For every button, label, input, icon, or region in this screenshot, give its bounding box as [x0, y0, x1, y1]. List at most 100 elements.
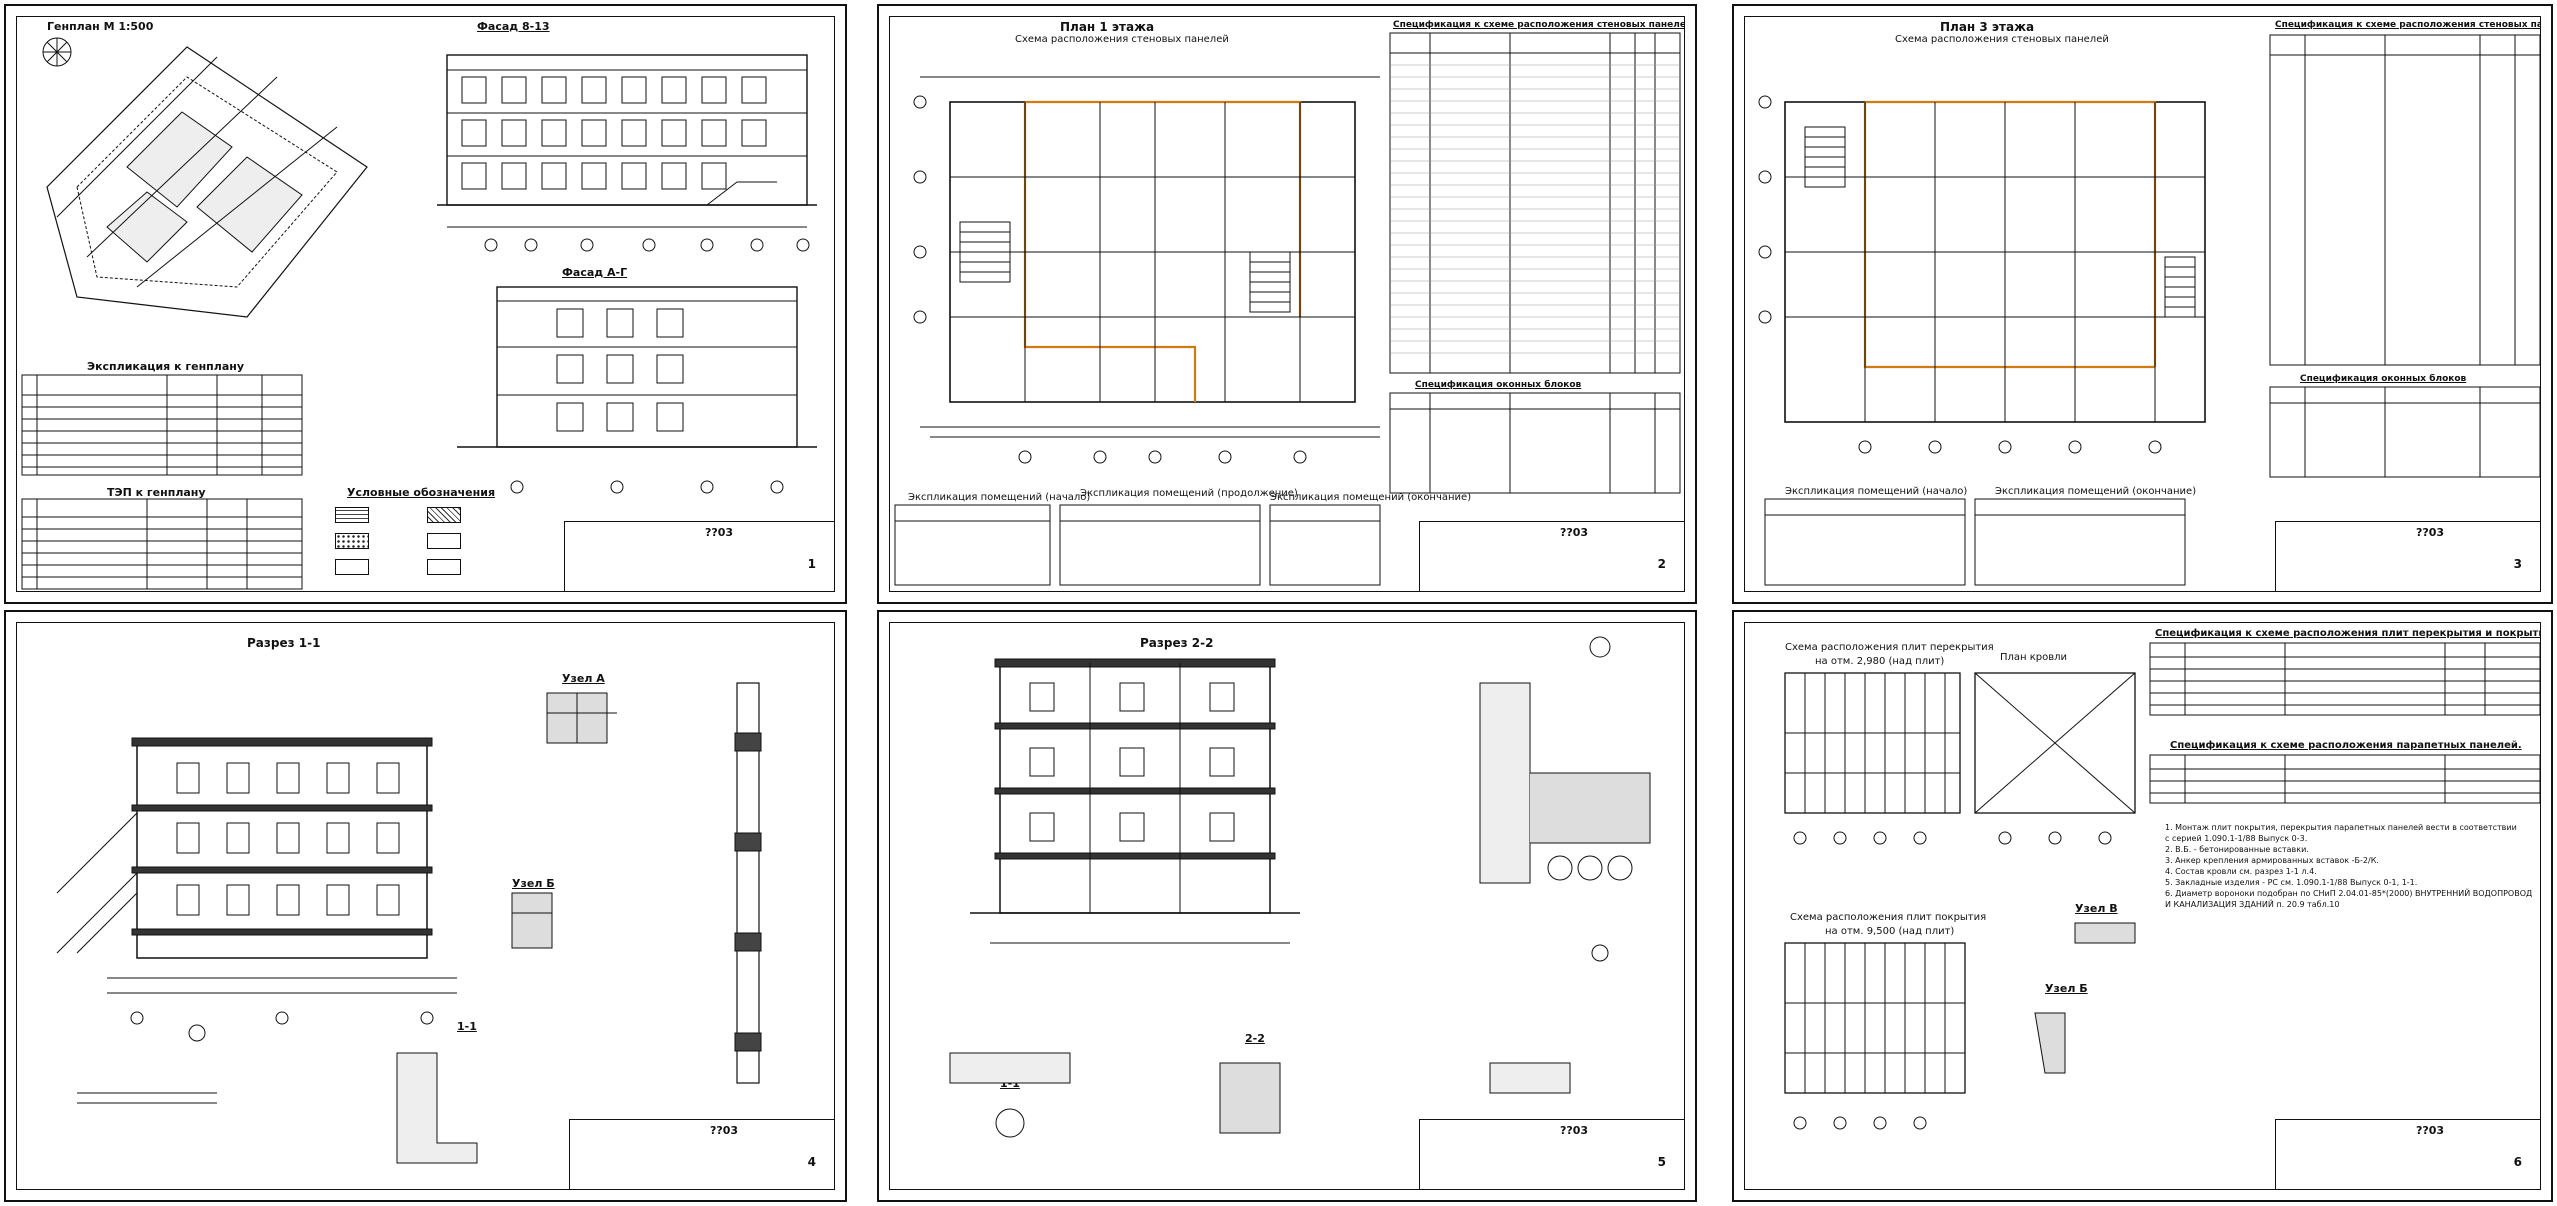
spec-walls-table-lines [1389, 32, 1681, 374]
note-line: 5. Закладные изделия - PC см. 1.090.1-1/… [2165, 878, 2418, 887]
plan-3-subtitle: Схема расположения стеновых панелей [1895, 34, 2109, 45]
sheet-6-linework [1784, 642, 2540, 1130]
expl-rooms-tables [1764, 498, 2186, 586]
spec-walls-title: Спецификация к схеме расположения стенов… [2275, 20, 2540, 30]
plan-1-title: План 1 этажа [1060, 20, 1155, 34]
drawing-sheet-3: План 3 этажа Схема расположения стеновых… [1732, 4, 2553, 604]
legend-title: Условные обозначения [347, 486, 496, 499]
window-grid-facade-1 [461, 76, 767, 190]
plan-3-title: План 3 этажа [1940, 20, 2035, 34]
note-line: 6. Диаметр вороноки подобран по СНиП 2.0… [2165, 889, 2533, 898]
spec-walls-title: Спецификация к схеме расположения стенов… [1393, 20, 1685, 30]
title-block-code: ??03 [1560, 1124, 1589, 1137]
title-block-code: ??03 [2416, 526, 2445, 539]
slab-scheme-1-subtitle: на отм. 2,980 (над плит) [1815, 656, 1945, 667]
section-1-1-title: Разрез 1-1 [247, 636, 321, 650]
legend-swatch-5 [427, 533, 461, 549]
slab-scheme-2-subtitle: на отм. 9,500 (над плит) [1825, 926, 1955, 937]
foundation-detail [77, 1024, 478, 1164]
sheet-frame: Генплан М 1:500 Фасад 8-13 Фасад А-Г Экс… [16, 16, 835, 592]
note-line: И КАНАЛИЗАЦИЯ ЗДАНИЙ п. 20.9 табл.10 [2165, 900, 2340, 909]
drawing-sheet-4: Разрез 1-1 Узел А Узел Б 1-1 [4, 610, 847, 1202]
expl-rooms-1-title: Экспликация помещений (начало) [908, 492, 1091, 503]
spec-windows-title: Спецификация оконных блоков [2300, 374, 2467, 384]
section-2-2-drawing [970, 658, 1300, 944]
sheet-1-linework [21, 37, 817, 590]
node-a-detail [546, 692, 617, 744]
sheet-3-linework [1758, 34, 2540, 586]
section-1-1-drawing [56, 737, 457, 1025]
expl-rooms-2-title: Экспликация помещений (окончание) [1995, 486, 2197, 497]
title-block-sheet-number: 6 [2513, 1155, 2522, 1169]
spec-windows-table-lines [1389, 392, 1681, 494]
title-block: ??03 6 [2275, 1119, 2540, 1189]
expl-rooms-tables [894, 504, 1381, 586]
tep-table-lines [21, 498, 303, 590]
sheet-frame: План 3 этажа Схема расположения стеновых… [1744, 16, 2541, 592]
node-a-title: Узел А [562, 672, 605, 685]
general-notes: 1. Монтаж плит покрытия, перекрытия пара… [2165, 823, 2540, 909]
legend-swatch-2 [335, 533, 369, 549]
legend-swatch-4 [427, 507, 461, 523]
expl-table-lines [21, 374, 303, 476]
sheet-5-linework [949, 636, 1651, 1138]
genplan-drawing [42, 37, 368, 318]
note-line: с серией 1.090.1-1/88 Выпуск 0-3. [2165, 834, 2308, 843]
sheet-frame: Разрез 1-1 Узел А Узел Б 1-1 [16, 622, 835, 1190]
drawing-sheet-5: Разрез 2-2 1-1 2-2 [877, 610, 1697, 1202]
title-block: ??03 5 [1419, 1119, 1684, 1189]
roof-plan-drawing [1974, 672, 2136, 845]
note-line: 2. В.Б. - бетонированные вставки. [2165, 845, 2309, 854]
title-block-code: ??03 [2416, 1124, 2445, 1137]
drawing-sheet-6: Схема расположения плит перекрытия на от… [1732, 610, 2553, 1202]
genplan-title: Генплан М 1:500 [47, 20, 154, 33]
expl-rooms-3-title: Экспликация помещений (окончание) [1270, 492, 1472, 503]
title-block: ??03 4 [569, 1119, 834, 1189]
expl-table-title: Экспликация к генплану [87, 360, 245, 373]
node-b-detail [511, 892, 553, 949]
section-2-2-title: Разрез 2-2 [1140, 636, 1214, 650]
note-line: 3. Анкер крепления армированных вставок … [2165, 856, 2379, 865]
node-v-title: Узел В [2075, 902, 2118, 915]
title-block-sheet-number: 2 [1657, 557, 1666, 571]
section-mark: 1-1 [457, 1020, 477, 1033]
legend-swatch-1 [335, 507, 369, 523]
title-block-code: ??03 [1560, 526, 1589, 539]
title-block: ??03 3 [2275, 521, 2540, 591]
slab-scheme-2-title: Схема расположения плит покрытия [1790, 912, 1987, 923]
spec-slabs-title: Спецификация к схеме расположения плит п… [2155, 628, 2541, 639]
details-bottom [949, 944, 1609, 1138]
legend-swatch-6 [427, 559, 461, 575]
drawing-sheet-1: Генплан М 1:500 Фасад 8-13 Фасад А-Г Экс… [4, 4, 847, 604]
facade-2-title: Фасад А-Г [562, 266, 628, 279]
node-b-title: Узел Б [512, 877, 555, 890]
node-details [2034, 922, 2136, 1074]
title-block-code: ??03 [705, 526, 734, 539]
facade-8-13-drawing [437, 54, 817, 252]
plan-1-drawing [913, 76, 1380, 464]
facade-a-g-drawing [457, 286, 817, 494]
title-block: ??03 1 [564, 521, 834, 591]
title-block: ??03 2 [1419, 521, 1684, 591]
node-b-title: Узел Б [2045, 982, 2088, 995]
note-line: 1. Монтаж плит покрытия, перекрытия пара… [2165, 823, 2517, 832]
tep-table-title: ТЭП к генплану [107, 486, 206, 499]
title-block-sheet-number: 4 [807, 1155, 816, 1169]
slab-scheme-1-title: Схема расположения плит перекрытия [1785, 642, 1994, 653]
spec-parapet-table-lines [2149, 754, 2540, 804]
section-2-2-mark: 2-2 [1245, 1032, 1265, 1045]
facade-1-title: Фасад 8-13 [477, 20, 550, 33]
note-line: 4. Состав кровли см. разрез 1-1 л.4. [2165, 867, 2317, 876]
drawing-sheet-2: План 1 этажа Схема расположения стеновых… [877, 4, 1697, 604]
slab-scheme-1-drawing [1784, 672, 1961, 845]
spec-parapet-title: Спецификация к схеме расположения парапе… [2170, 740, 2522, 751]
sheet-frame: Разрез 2-2 1-1 2-2 [889, 622, 1685, 1190]
expl-rooms-2-title: Экспликация помещений (продолжение) [1080, 488, 1298, 499]
title-block-code: ??03 [710, 1124, 739, 1137]
title-block-sheet-number: 3 [2513, 557, 2522, 571]
slab-scheme-2-drawing [1784, 942, 1966, 1130]
roof-plan-title: План кровли [2000, 652, 2068, 663]
plan-3-drawing [1758, 95, 2206, 454]
spec-walls-row-lines [1390, 64, 1680, 354]
wall-section-column [734, 682, 762, 1084]
